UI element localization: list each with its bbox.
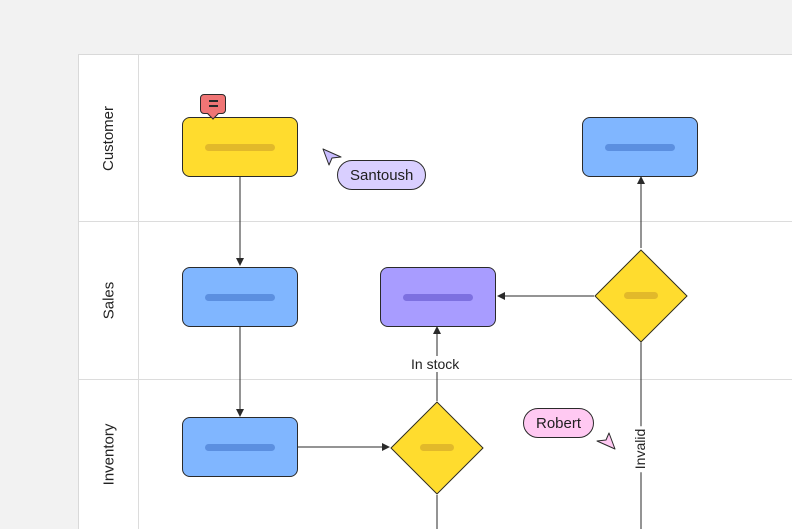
diagram-canvas[interactable]: Customer Sales Inventory <box>78 54 792 529</box>
edge-label-invalid: Invalid <box>632 425 649 473</box>
edge-label-in-stock: In stock <box>408 356 463 372</box>
lane-header-divider <box>138 55 139 529</box>
sales-process-node[interactable] <box>182 267 298 327</box>
inventory-check-node[interactable] <box>182 417 298 477</box>
node-placeholder-bar <box>205 143 275 151</box>
customer-start-node[interactable] <box>182 117 298 177</box>
collaborator-tag-santoush: Santoush <box>337 160 427 190</box>
node-placeholder-bar <box>605 143 675 151</box>
node-placeholder-bar <box>205 293 275 301</box>
cursor-arrow-icon <box>322 148 342 166</box>
decision-placeholder-bar <box>420 444 454 451</box>
collaborator-tag-robert: Robert <box>523 408 595 438</box>
lane-divider-2 <box>79 379 792 380</box>
customer-end-node[interactable] <box>582 117 698 177</box>
lane-divider-1 <box>79 221 792 222</box>
sales-approved-node[interactable] <box>380 267 496 327</box>
node-placeholder-bar <box>205 443 275 451</box>
decision-placeholder-bar <box>624 292 658 299</box>
node-placeholder-bar <box>403 293 473 301</box>
cursor-arrow-icon <box>596 432 616 450</box>
comment-icon[interactable] <box>200 94 226 114</box>
